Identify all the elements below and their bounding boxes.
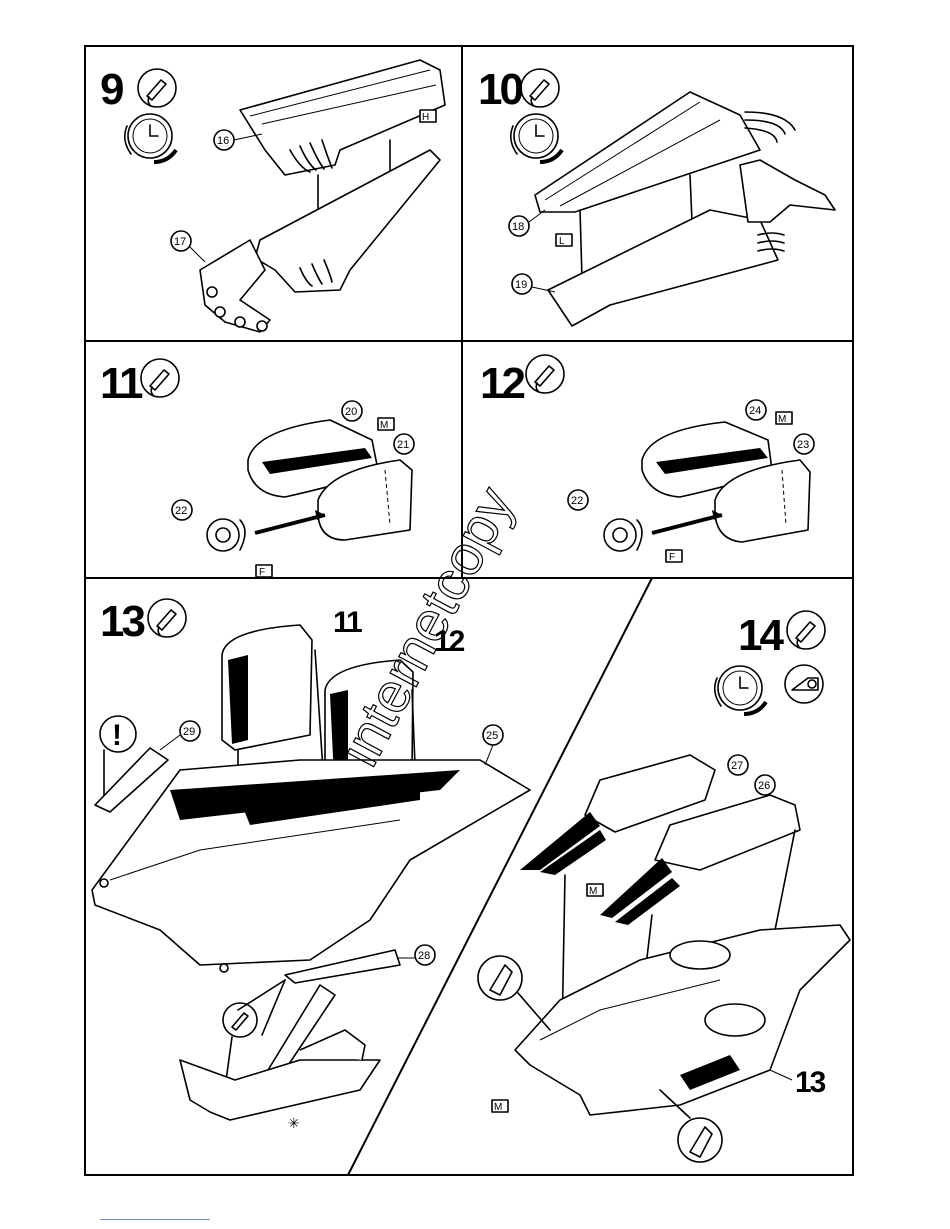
callout-26: 26 xyxy=(755,775,775,795)
detail-inset: ✳ xyxy=(180,1030,380,1132)
footer-rule xyxy=(100,1219,210,1220)
svg-text:20: 20 xyxy=(345,406,357,418)
drying-time-clock-icon xyxy=(125,114,176,162)
flag-f: F xyxy=(256,565,272,578)
step-9: 9 H xyxy=(100,60,445,332)
note-symbol: ✳ xyxy=(288,1116,300,1132)
glue-tube-icon xyxy=(787,611,825,649)
subassembly-label: 13 xyxy=(795,1066,826,1099)
svg-text:22: 22 xyxy=(175,505,187,517)
step-14: 14 xyxy=(478,611,850,1162)
svg-text:23: 23 xyxy=(797,439,809,451)
step-12: 12 M F 24 xyxy=(480,355,814,563)
flag-h: H xyxy=(420,110,436,123)
callout-22: 22 xyxy=(172,500,192,520)
svg-text:25: 25 xyxy=(486,730,498,742)
glue-tube-icon xyxy=(141,359,179,397)
svg-text:29: 29 xyxy=(183,726,195,738)
svg-text:L: L xyxy=(559,236,565,247)
step-number: 14 xyxy=(738,611,784,660)
step-number: 10 xyxy=(478,65,522,114)
fuselage-lower-part xyxy=(92,760,530,972)
svg-text:H: H xyxy=(422,112,429,123)
svg-text:M: M xyxy=(778,414,786,425)
svg-text:!: ! xyxy=(112,719,122,752)
svg-text:22: 22 xyxy=(571,495,583,507)
callout-24: 24 xyxy=(746,400,766,420)
glue-tube-icon xyxy=(521,69,559,107)
svg-text:M: M xyxy=(589,886,597,897)
step-number: 13 xyxy=(100,597,144,646)
callout-29: 29 xyxy=(160,721,200,750)
wing-lower-part xyxy=(200,150,440,332)
step-number: 12 xyxy=(480,359,524,408)
svg-text:17: 17 xyxy=(174,236,186,248)
callout-19: 19 xyxy=(512,274,555,294)
callout-23: 23 xyxy=(794,434,814,454)
subassembly-label: 11 xyxy=(333,606,362,639)
drying-time-clock-icon xyxy=(511,114,562,162)
step-13: 13 ! 11 12 xyxy=(92,597,530,1132)
callout-18: 18 xyxy=(509,210,545,236)
glue-tube-icon xyxy=(148,599,186,637)
callout-25: 25 xyxy=(483,725,503,765)
svg-text:F: F xyxy=(259,567,265,578)
svg-text:19: 19 xyxy=(515,279,527,291)
svg-text:M: M xyxy=(494,1102,502,1113)
callout-27: 27 xyxy=(728,755,748,775)
step-11: 11 M F 20 xyxy=(100,359,414,578)
wheel-part xyxy=(604,510,722,551)
callout-21: 21 xyxy=(394,434,414,454)
flag-l: L xyxy=(556,234,572,247)
flag-m: M xyxy=(492,1100,508,1113)
flag-m: M xyxy=(587,884,603,897)
tape-icon xyxy=(785,665,823,703)
svg-text:26: 26 xyxy=(758,780,770,792)
drying-time-clock-icon xyxy=(715,666,766,714)
step-number: 9 xyxy=(100,65,123,114)
callout-20: 20 xyxy=(342,401,362,421)
svg-text:28: 28 xyxy=(418,950,430,962)
callout-28: 28 xyxy=(398,945,435,965)
step-10: 10 L xyxy=(478,65,835,326)
svg-text:27: 27 xyxy=(731,760,743,772)
flag-f: F xyxy=(666,550,682,563)
glue-tube-icon xyxy=(138,69,176,107)
wheel-part xyxy=(207,510,325,551)
flag-m: M xyxy=(378,418,394,431)
flag-m: M xyxy=(776,412,792,425)
svg-text:24: 24 xyxy=(749,405,761,417)
cutting-knife-icon xyxy=(478,956,550,1030)
glue-tube-icon xyxy=(526,355,564,393)
svg-text:21: 21 xyxy=(397,439,409,451)
svg-text:F: F xyxy=(669,552,675,563)
callout-17: 17 xyxy=(171,231,205,262)
svg-text:M: M xyxy=(380,420,388,431)
callout-22: 22 xyxy=(568,490,588,510)
svg-text:16: 16 xyxy=(217,135,229,147)
step-number: 11 xyxy=(100,359,143,408)
svg-text:18: 18 xyxy=(512,221,524,233)
